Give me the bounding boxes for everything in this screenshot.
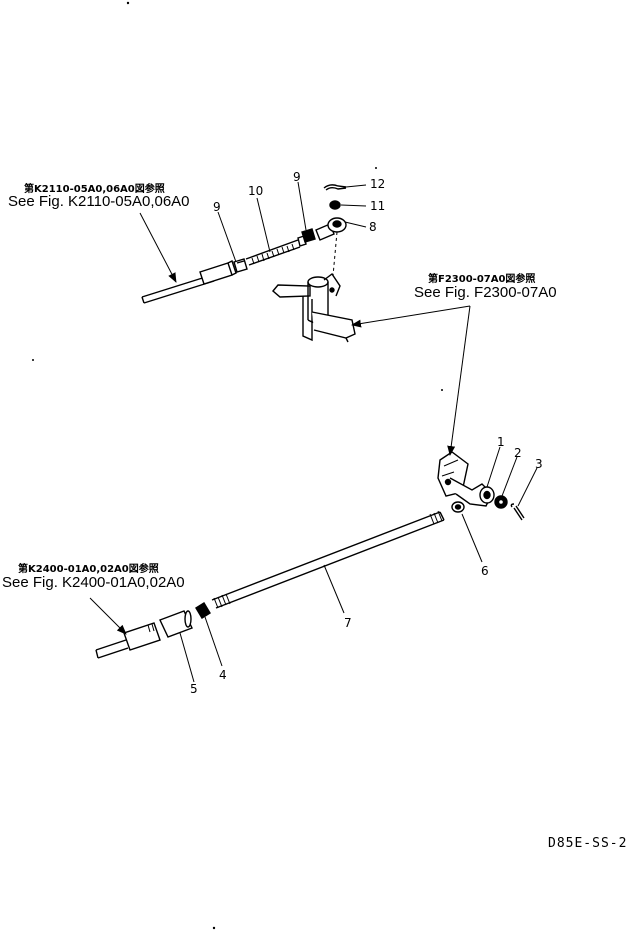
part-number-4: 4 — [219, 668, 227, 682]
ref-k2110-en: See Fig. K2110-05A0,06A0 — [8, 193, 190, 210]
lower-rod-assembly — [95, 451, 525, 659]
part-number-7: 7 — [344, 616, 352, 630]
upper-rod-assembly — [141, 184, 347, 304]
ref-k2110-jp: 第K2110-05A0,06A0図参照 — [24, 184, 165, 195]
part-number-3: 3 — [535, 457, 543, 471]
part-number-10: 10 — [248, 184, 264, 198]
ref-k2400-jp: 第K2400-01A0,02A0図参照 — [18, 564, 159, 575]
part-number-8: 8 — [369, 220, 377, 234]
drawing-code: D85E-SS-2 — [548, 836, 628, 851]
part-number-1: 1 — [497, 435, 505, 449]
part-number-5: 5 — [190, 682, 198, 696]
ref-f2300-en: See Fig. F2300-07A0 — [414, 284, 557, 301]
part-number-2: 2 — [514, 446, 522, 460]
ref-f2300-jp: 第F2300-07A0図参照 — [428, 274, 536, 285]
part-number-9-right: 9 — [293, 170, 301, 184]
lever-bracket — [272, 231, 356, 343]
part-number-9-left: 9 — [213, 200, 221, 214]
ref-k2400-en: See Fig. K2400-01A0,02A0 — [2, 574, 185, 591]
part-number-6: 6 — [481, 564, 489, 578]
leader-lines — [89, 181, 538, 683]
part-number-12: 12 — [370, 177, 386, 191]
part-number-11: 11 — [370, 199, 386, 213]
scan-specks — [32, 1, 443, 930]
